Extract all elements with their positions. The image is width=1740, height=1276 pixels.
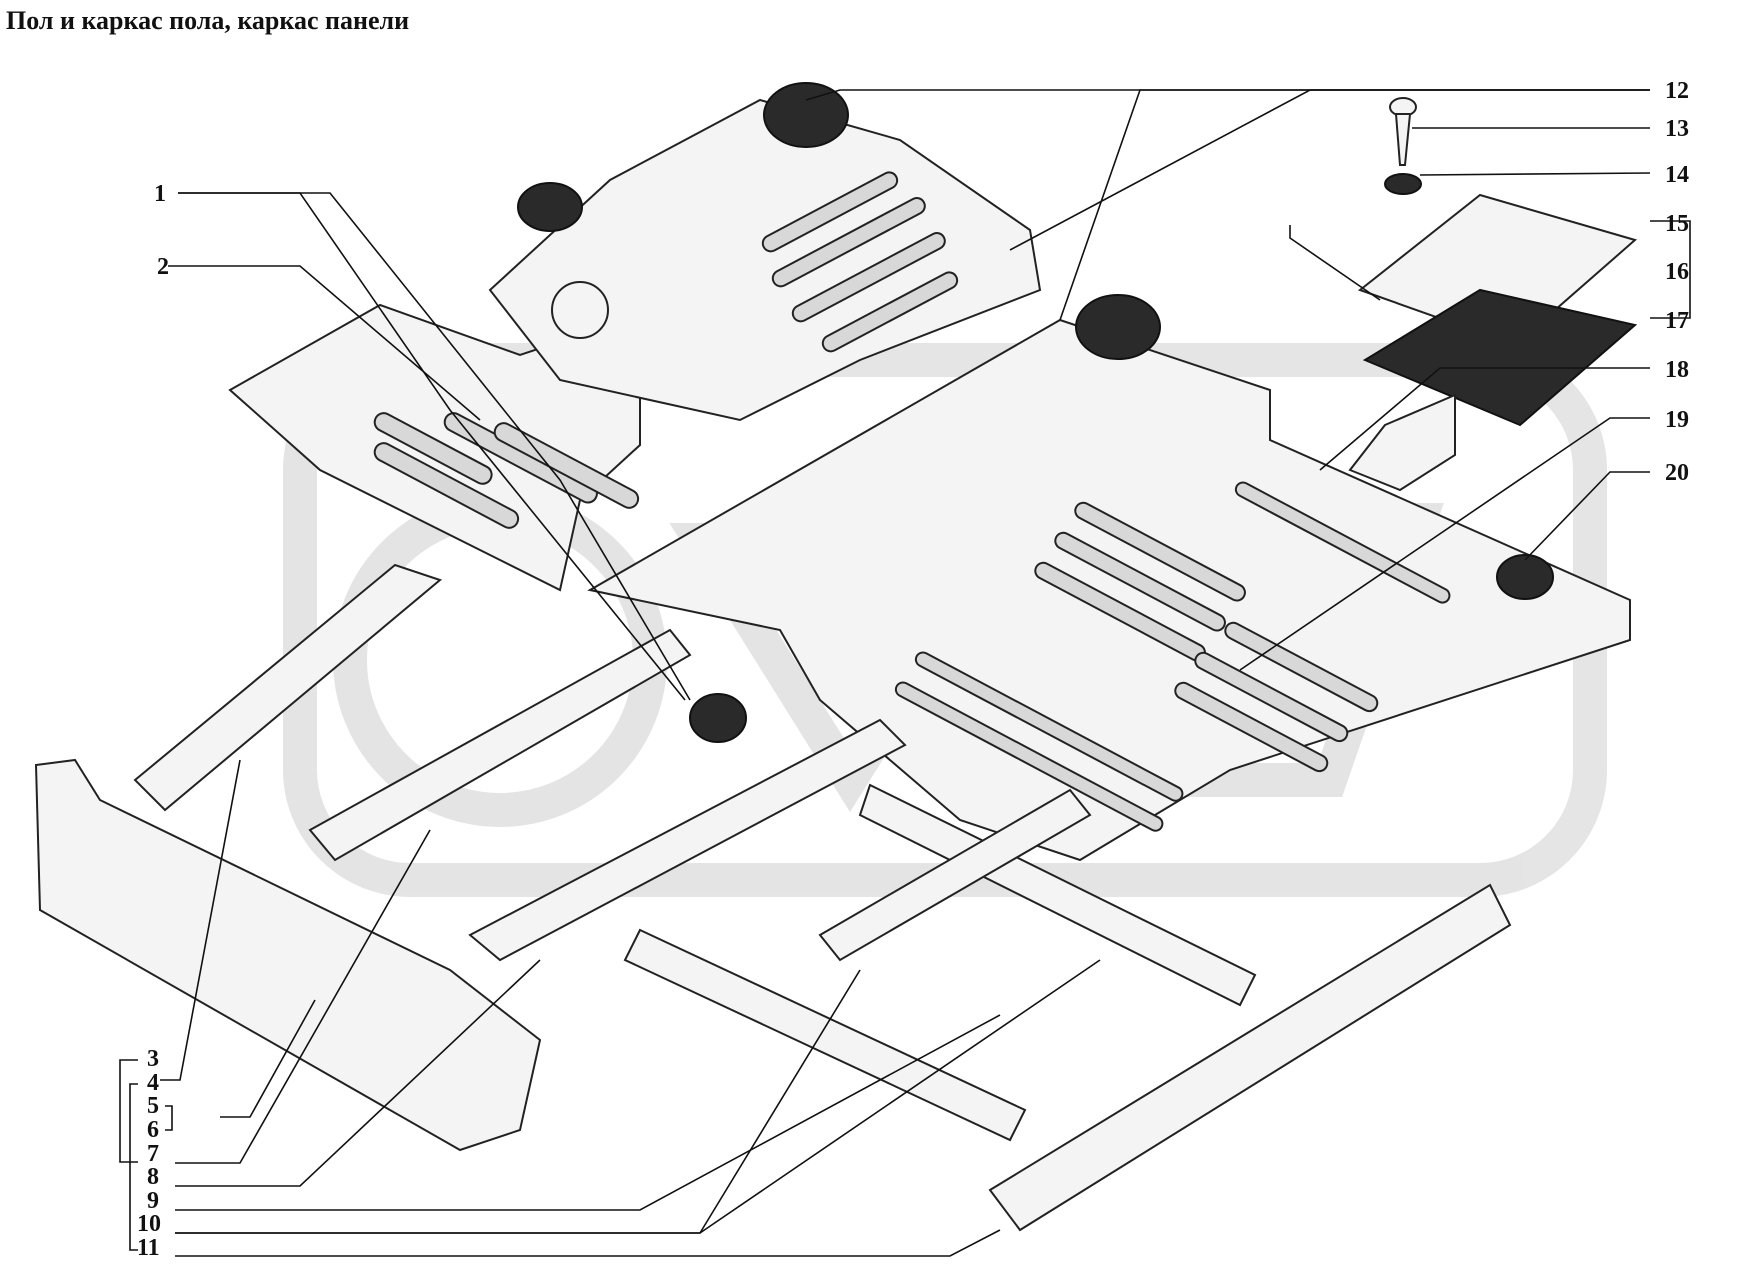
frame-members <box>133 563 1512 1232</box>
callout-20: 20 <box>1665 460 1689 486</box>
tunnel-floor-panel <box>488 98 1042 422</box>
page-title: Пол и каркас пола, каркас панели <box>6 6 410 35</box>
callout-18: 18 <box>1665 357 1689 383</box>
callout-17: 17 <box>1665 308 1689 334</box>
hatch-cover-assembly <box>1348 97 1638 492</box>
grouping-brackets <box>119 1059 173 1251</box>
leader-lines <box>160 89 1691 1257</box>
callout-3: 3 <box>147 1046 159 1072</box>
callout-5: 5 <box>147 1093 159 1119</box>
callout-15: 15 <box>1665 211 1689 237</box>
callout-14: 14 <box>1665 162 1689 188</box>
callout-1: 1 <box>154 181 166 207</box>
callout-13: 13 <box>1665 116 1689 142</box>
callout-12: 12 <box>1665 78 1689 104</box>
callout-8: 8 <box>147 1164 159 1190</box>
callout-labels: 1 2 3 4 5 6 7 8 9 10 11 12 13 14 15 16 1… <box>137 78 1689 1261</box>
plug-caps <box>517 82 1554 743</box>
callout-19: 19 <box>1665 407 1689 433</box>
callout-4: 4 <box>147 1070 159 1096</box>
callout-11: 11 <box>137 1235 160 1261</box>
left-side-sill <box>34 758 542 1152</box>
callout-7: 7 <box>147 1141 159 1167</box>
callout-9: 9 <box>147 1188 159 1214</box>
callout-6: 6 <box>147 1117 159 1143</box>
main-floor-panel <box>587 318 1631 862</box>
callout-10: 10 <box>137 1211 161 1237</box>
callout-2: 2 <box>157 254 169 280</box>
callout-16: 16 <box>1665 259 1689 285</box>
